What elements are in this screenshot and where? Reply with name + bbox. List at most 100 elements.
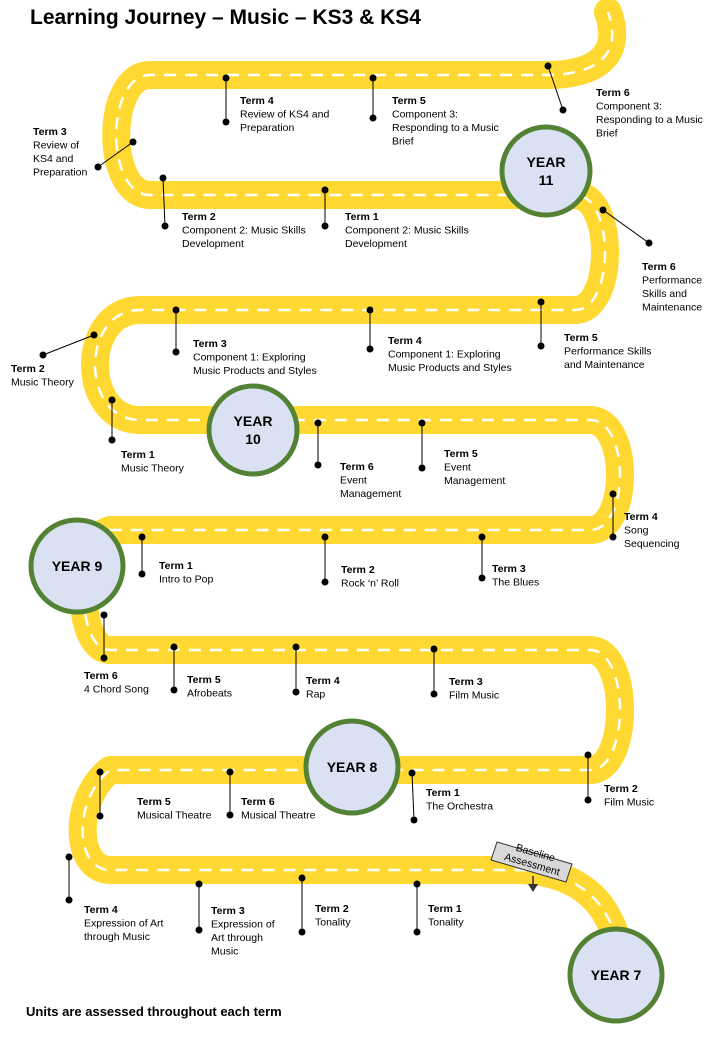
pin-dot-y8-t6-end xyxy=(100,654,108,662)
term-description-line: Development xyxy=(345,238,407,250)
term-description-line: Event xyxy=(444,462,471,474)
term-description-line: Maintenance xyxy=(642,302,702,314)
term-heading: Term 6 xyxy=(241,796,275,808)
term-description-line: Music xyxy=(211,946,238,958)
term-description-line: Component 3: xyxy=(596,101,662,113)
term-heading: Term 1 xyxy=(121,449,155,461)
term-description-line: Skills and xyxy=(642,288,687,300)
pin-dot-y9-t2-start xyxy=(321,533,329,541)
pin-line-y10-t6 xyxy=(602,209,650,244)
pin-dot-y7-t4-end xyxy=(65,896,73,904)
term-description-line: Component 2: Music Skills xyxy=(345,225,469,237)
pin-dot-y9-t1-start xyxy=(138,533,146,541)
pin-dot-y9-t4-start xyxy=(609,490,617,498)
term-heading: Term 4 xyxy=(84,904,118,916)
term-heading: Term 6 xyxy=(642,261,676,273)
pin-dot-y10-t3-start xyxy=(172,306,180,314)
term-description-line: Review of xyxy=(33,140,79,152)
term-heading: Term 2 xyxy=(341,564,375,576)
term-heading: Term 3 xyxy=(492,563,526,575)
term-description-line: Music Products and Styles xyxy=(388,362,512,374)
term-description-line: Development xyxy=(182,238,244,250)
pin-dot-y11-t2-start xyxy=(159,174,167,182)
term-description-line: Performance xyxy=(642,275,702,287)
term-heading: Term 4 xyxy=(388,335,422,347)
pin-dot-y9-t3-end xyxy=(478,574,486,582)
pin-dot-y10-t1-end xyxy=(108,436,116,444)
term-heading: Term 5 xyxy=(187,674,221,686)
term-heading: Term 3 xyxy=(193,338,227,350)
pin-line-y11-t6 xyxy=(547,65,564,111)
term-description-line: Event xyxy=(340,475,367,487)
pin-dot-y8-t2-start xyxy=(584,751,592,759)
term-description-line: Preparation xyxy=(33,167,87,179)
year-marker-y9: YEAR 9 xyxy=(28,517,126,615)
pin-dot-y8-t2-end xyxy=(584,796,592,804)
pin-dot-y7-t6-start xyxy=(226,768,234,776)
term-description-line: Afrobeats xyxy=(187,688,232,700)
term-heading: Term 6 xyxy=(596,87,630,99)
term-label-y8-t5: Term 5 Afrobeats xyxy=(187,674,232,700)
year-label: YEAR 7 xyxy=(591,967,642,983)
pin-dot-y8-t1-start xyxy=(408,769,416,777)
term-description-line: Musical Theatre xyxy=(137,810,212,822)
year-label-line: YEAR 7 xyxy=(591,967,642,983)
pin-line-y8-t1 xyxy=(411,772,415,821)
term-description-line: Brief xyxy=(392,136,414,148)
term-description-line: through Music xyxy=(84,931,150,943)
term-heading: Term 5 xyxy=(564,332,598,344)
pin-dot-y11-t6-start xyxy=(559,106,567,114)
term-heading: Term 1 xyxy=(428,903,462,915)
pin-dot-y9-t6-end xyxy=(314,461,322,469)
term-description-line: Performance Skills xyxy=(564,346,652,358)
pin-dot-y11-t4-start xyxy=(222,74,230,82)
pin-dot-y7-t1-start xyxy=(413,880,421,888)
page-title: Learning Journey – Music – KS3 & KS4 xyxy=(30,6,421,29)
pin-dot-y11-t4-end xyxy=(222,118,230,126)
pin-dot-y7-t2-start xyxy=(298,874,306,882)
year-circle xyxy=(499,124,593,218)
term-heading: Term 6 xyxy=(84,670,118,682)
year-label-line: 10 xyxy=(245,431,261,447)
pin-dot-y8-t6-start xyxy=(100,611,108,619)
pin-dot-y8-t1-end xyxy=(410,816,418,824)
pin-dot-y11-t6-end xyxy=(544,62,552,70)
term-description-line: Component 2: Music Skills xyxy=(182,225,306,237)
pin-dot-y10-t4-start xyxy=(366,306,374,314)
pin-line-y10-t2 xyxy=(42,334,95,356)
term-description-line: Film Music xyxy=(449,690,499,702)
term-heading: Term 3 xyxy=(211,905,245,917)
pin-dot-y10-t1-start xyxy=(108,396,116,404)
term-heading: Term 2 xyxy=(604,783,638,795)
year-label-line: YEAR xyxy=(527,154,566,170)
term-description-line: Component 1: Exploring xyxy=(193,352,306,364)
year-marker-y7: YEAR 7 xyxy=(567,926,665,1024)
term-description-line: The Blues xyxy=(492,577,539,589)
pin-dot-y10-t2-end xyxy=(39,351,47,359)
pin-dot-y9-t3-start xyxy=(478,533,486,541)
pin-dot-y10-t5-end xyxy=(537,342,545,350)
pin-dot-y7-t3-start xyxy=(195,880,203,888)
